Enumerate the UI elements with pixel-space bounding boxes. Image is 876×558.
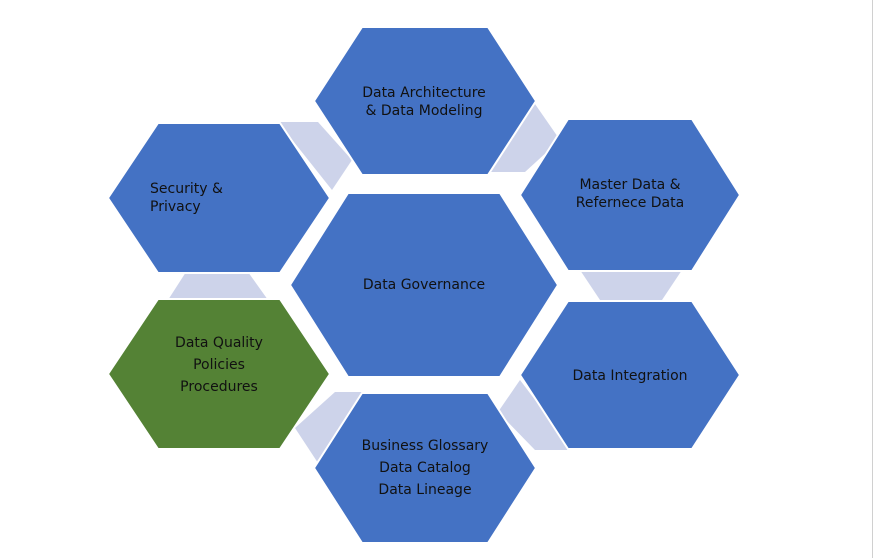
hex-data-integration: [518, 300, 742, 450]
connector-integration-glossary: [498, 380, 573, 450]
hex-business-glossary: [312, 392, 538, 544]
connector-master-integration: [580, 270, 682, 300]
connector-glossary-quality: [295, 392, 368, 463]
connector-security-architecture: [278, 122, 352, 190]
right-frame-line: [872, 0, 873, 558]
hex-data-quality: [106, 298, 332, 450]
hex-master-data: [518, 118, 742, 272]
hex-data-architecture: [312, 26, 538, 176]
hex-data-governance[interactable]: [288, 192, 560, 378]
connector-quality-security: [168, 272, 268, 300]
hex-security-privacy: [106, 122, 332, 274]
connector-architecture-master: [487, 104, 560, 172]
